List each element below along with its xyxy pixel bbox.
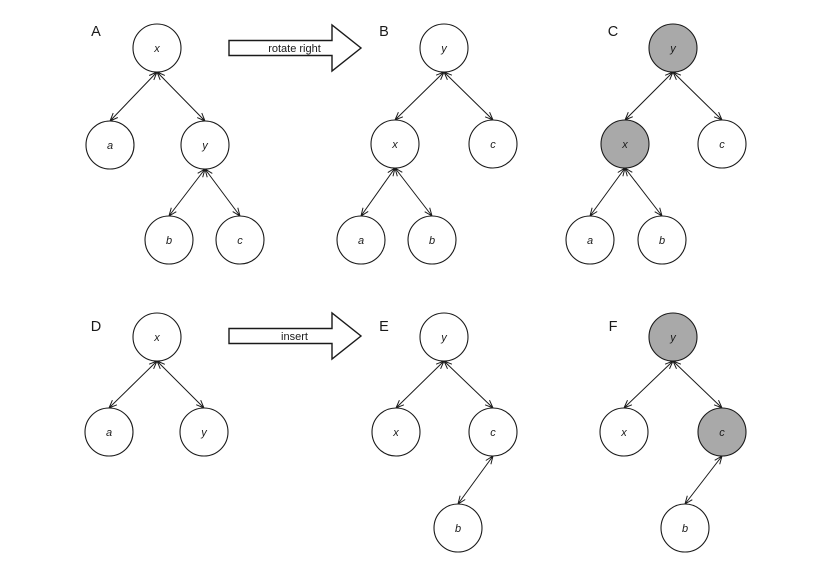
node-F-y <box>648 312 698 362</box>
node-A-y <box>180 120 230 170</box>
node-E-x <box>371 407 421 457</box>
edge-y-c <box>672 71 723 121</box>
node-label-F-y: y <box>669 332 677 344</box>
block-arrow-0: rotate right <box>228 23 363 73</box>
edge-y-x <box>624 71 674 121</box>
edge-y-x <box>394 71 445 121</box>
node-label-B-x: x <box>391 139 398 151</box>
node-B-y <box>419 23 469 73</box>
panel-E: y x c b E <box>371 312 518 553</box>
node-label-A-c: c <box>237 235 243 247</box>
node-label-A-a: a <box>107 140 113 152</box>
edge-x-a <box>589 166 626 218</box>
node-D-y <box>179 407 229 457</box>
panel-A: x a y b c A <box>85 23 265 265</box>
node-D-a <box>84 407 134 457</box>
node-label-F-b: b <box>682 523 688 535</box>
node-F-c <box>697 407 747 457</box>
panel-C: y x c a b C <box>565 23 747 265</box>
panel-label-E: E <box>379 319 389 335</box>
panel-label-C: C <box>608 24 618 40</box>
node-label-C-y: y <box>669 43 677 55</box>
block-arrow-shape-1 <box>228 311 363 361</box>
node-A-a <box>85 120 135 170</box>
node-label-E-x: x <box>392 427 399 439</box>
block-arrow-label-1: insert <box>281 331 308 343</box>
block-arrow-shape-0 <box>228 23 363 73</box>
edge-y-c <box>443 360 494 409</box>
node-A-x <box>132 23 182 73</box>
node-B-b <box>407 215 457 265</box>
node-label-D-a: a <box>106 427 112 439</box>
edge-x-a <box>109 71 158 122</box>
block-arrow-label-0: rotate right <box>268 43 321 55</box>
edge-y-c <box>443 71 494 121</box>
node-A-b <box>144 215 194 265</box>
node-label-E-b: b <box>455 523 461 535</box>
edge-x-y <box>156 71 206 122</box>
edge-c-b <box>457 454 494 506</box>
node-label-C-b: b <box>659 235 665 247</box>
panel-label-A: A <box>91 24 101 40</box>
node-label-B-c: c <box>490 139 496 151</box>
panel-B: y x c a b B <box>336 23 518 265</box>
panel-F: y x c b F <box>599 312 747 553</box>
node-C-b <box>637 215 687 265</box>
node-label-C-a: a <box>587 235 593 247</box>
edge-y-c <box>204 167 241 218</box>
edge-x-b <box>394 166 433 218</box>
edge-y-b <box>168 167 206 218</box>
node-C-a <box>565 215 615 265</box>
node-label-B-b: b <box>429 235 435 247</box>
edge-x-a <box>108 360 158 409</box>
node-B-a <box>336 215 386 265</box>
node-label-F-c: c <box>719 427 725 439</box>
node-label-D-x: x <box>153 332 160 344</box>
edge-x-b <box>624 166 663 218</box>
node-E-c <box>468 407 518 457</box>
node-label-B-y: y <box>440 43 448 55</box>
node-label-A-y: y <box>201 140 209 152</box>
node-label-E-y: y <box>440 332 448 344</box>
node-label-D-y: y <box>200 427 208 439</box>
panel-label-D: D <box>91 319 101 335</box>
edge-y-c <box>672 360 723 409</box>
node-label-C-c: c <box>719 139 725 151</box>
node-B-x <box>370 119 420 169</box>
block-arrow-1: insert <box>228 311 363 361</box>
node-label-E-c: c <box>490 427 496 439</box>
edge-c-b <box>684 454 723 506</box>
node-C-c <box>697 119 747 169</box>
node-label-C-x: x <box>621 139 628 151</box>
node-label-B-a: a <box>358 235 364 247</box>
edge-x-y <box>156 360 205 409</box>
panel-D: x a y D <box>84 312 229 457</box>
edge-x-a <box>360 166 396 218</box>
node-label-F-x: x <box>620 427 627 439</box>
node-F-x <box>599 407 649 457</box>
node-C-y <box>648 23 698 73</box>
edge-y-x <box>395 360 445 409</box>
node-label-A-x: x <box>153 43 160 55</box>
panel-label-F: F <box>609 319 618 335</box>
node-E-b <box>433 503 483 553</box>
node-D-x <box>132 312 182 362</box>
node-C-x <box>600 119 650 169</box>
node-B-c <box>468 119 518 169</box>
node-label-A-b: b <box>166 235 172 247</box>
node-A-c <box>215 215 265 265</box>
panel-label-B: B <box>379 24 389 40</box>
edge-y-x <box>623 360 674 409</box>
node-F-b <box>660 503 710 553</box>
node-E-y <box>419 312 469 362</box>
